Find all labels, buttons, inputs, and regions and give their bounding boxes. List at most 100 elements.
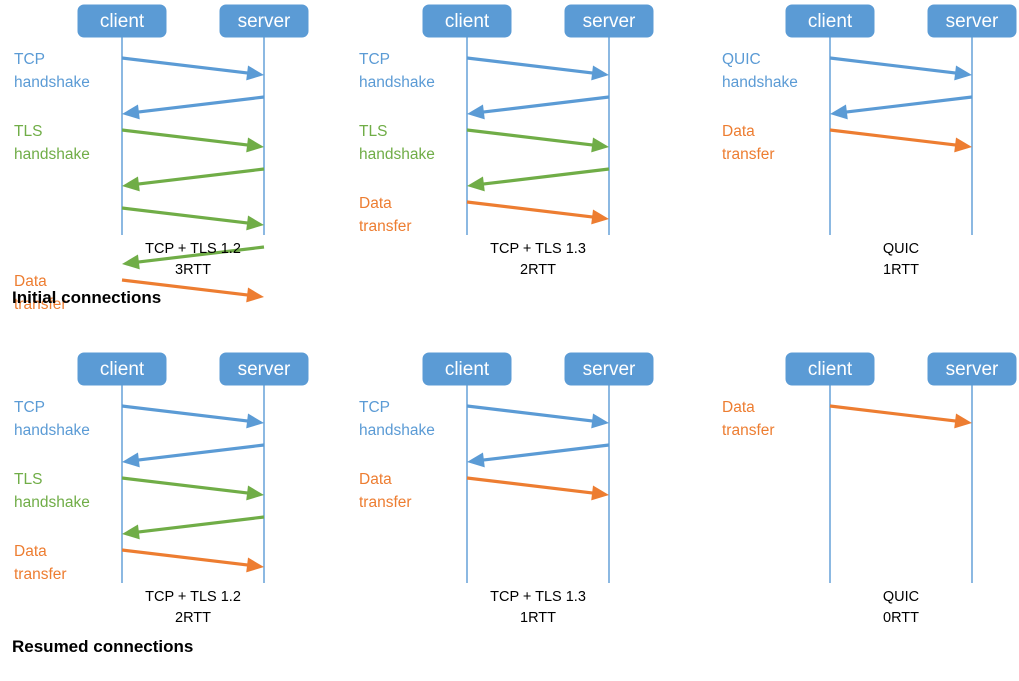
caption-line-2: 0RTT: [883, 610, 919, 626]
label-line-1: TLS: [14, 471, 42, 488]
section-title-resumed-connections: Resumed connections: [12, 637, 193, 656]
message-tls-handshake-2-to-client-head: [122, 176, 140, 192]
phase-data-transfer: [121, 278, 264, 303]
phase-data-transfer: [829, 128, 972, 153]
label-line-2: transfer: [722, 146, 775, 163]
message-tls-handshake-1-to-server-head: [591, 137, 609, 153]
message-tcp-handshake-1-to-server-shaft: [466, 404, 595, 423]
message-tcp-handshake-2-to-client-head: [467, 104, 485, 120]
caption-resumed-tcp-tls12: TCP + TLS 1.2 2RTT: [145, 589, 241, 626]
message-data-transfer-1-to-server-head: [246, 557, 264, 573]
server-label: server: [583, 11, 636, 32]
message-tls-handshake-4-to-client-head: [122, 254, 140, 270]
message-data-transfer-1-to-server-head: [591, 485, 609, 501]
client-label: client: [808, 359, 853, 380]
message-quic-handshake-1-to-server-head: [954, 65, 972, 81]
client-label: client: [100, 11, 145, 32]
message-tls-handshake-2-to-client-shaft: [136, 515, 265, 534]
label-line-1: TCP: [359, 51, 390, 68]
message-tls-handshake-2-to-client-head: [467, 176, 485, 192]
label-data-transfer: Data transfer: [722, 123, 775, 163]
caption-line-1: TCP + TLS 1.3: [490, 589, 586, 605]
client-label: client: [100, 359, 145, 380]
message-tcp-handshake-1-to-server-head: [591, 413, 609, 429]
label-line-1: TCP: [14, 399, 45, 416]
phase-tcp-handshake: [121, 404, 265, 468]
label-line-2: handshake: [14, 422, 90, 439]
message-tcp-handshake-1-to-server-shaft: [121, 404, 250, 423]
label-line-2: transfer: [359, 494, 412, 511]
message-tls-handshake-1-to-server-head: [246, 137, 264, 153]
message-data-transfer-1-to-server-head: [954, 413, 972, 429]
phase-tcp-handshake: [466, 56, 610, 120]
caption-line-1: TCP + TLS 1.3: [490, 241, 586, 257]
label-line-2: transfer: [722, 422, 775, 439]
message-tls-handshake-4-to-client-shaft: [136, 245, 265, 264]
message-tcp-handshake-1-to-server-head: [246, 413, 264, 429]
phase-data-transfer: [466, 200, 609, 225]
message-tcp-handshake-2-to-client-head: [467, 452, 485, 468]
server-label: server: [238, 359, 291, 380]
message-tls-handshake-1-to-server-shaft: [466, 128, 595, 147]
message-data-transfer-1-to-server-head: [591, 209, 609, 225]
caption-initial-tcp-tls12: TCP + TLS 1.2 3RTT: [145, 241, 241, 278]
message-tls-handshake-2-to-client-shaft: [136, 167, 265, 186]
caption-line-2: 2RTT: [175, 610, 211, 626]
message-data-transfer-1-to-server-head: [954, 137, 972, 153]
client-label: client: [445, 11, 490, 32]
message-tls-handshake-3-to-server-head: [246, 215, 264, 231]
label-tls-handshake: TLS handshake: [14, 471, 90, 511]
message-tcp-handshake-2-to-client-head: [122, 452, 140, 468]
phase-tcp-handshake: [121, 56, 265, 120]
message-tls-handshake-2-to-client-shaft: [481, 167, 610, 186]
message-tcp-handshake-2-to-client-shaft: [481, 95, 610, 114]
label-line-2: handshake: [14, 494, 90, 511]
caption-line-1: TCP + TLS 1.2: [145, 241, 241, 257]
label-line-2: handshake: [722, 74, 798, 91]
message-tcp-handshake-2-to-client-shaft: [136, 95, 265, 114]
label-line-2: handshake: [14, 146, 90, 163]
client-label: client: [445, 359, 490, 380]
phase-tls-handshake: [466, 128, 610, 192]
phase-quic-handshake: [829, 56, 973, 120]
caption-line-1: TCP + TLS 1.2: [145, 589, 241, 605]
label-line-1: TLS: [359, 123, 387, 140]
phase-tcp-handshake: [466, 404, 610, 468]
caption-line-1: QUIC: [883, 241, 919, 257]
label-line-2: transfer: [14, 566, 67, 583]
caption-line-2: 2RTT: [520, 262, 556, 278]
message-tcp-handshake-1-to-server-head: [591, 65, 609, 81]
phase-data-transfer: [466, 476, 609, 501]
phase-tls-handshake: [121, 128, 265, 270]
label-line-1: TLS: [14, 123, 42, 140]
message-data-transfer-1-to-server-shaft: [121, 548, 250, 567]
caption-initial-tcp-tls13: TCP + TLS 1.3 2RTT: [490, 241, 586, 278]
label-tls-handshake: TLS handshake: [14, 123, 90, 163]
message-tcp-handshake-2-to-client-head: [122, 104, 140, 120]
label-line-2: transfer: [359, 218, 412, 235]
message-tls-handshake-1-to-server-head: [246, 485, 264, 501]
message-tcp-handshake-2-to-client-shaft: [481, 443, 610, 462]
caption-line-2: 3RTT: [175, 262, 211, 278]
server-label: server: [583, 359, 636, 380]
caption-line-1: QUIC: [883, 589, 919, 605]
message-tcp-handshake-2-to-client-shaft: [136, 443, 265, 462]
server-label: server: [946, 11, 999, 32]
label-line-1: Data: [722, 123, 755, 140]
